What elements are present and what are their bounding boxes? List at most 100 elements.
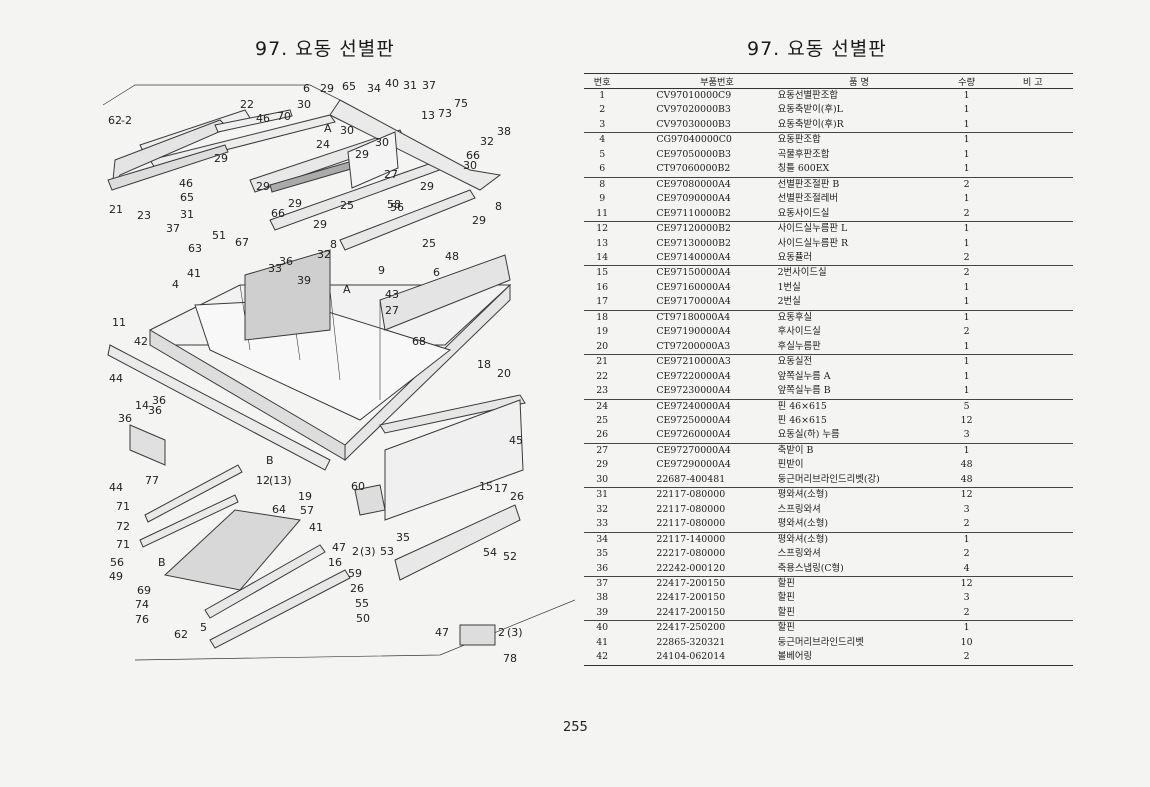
header-no: 번호	[584, 73, 621, 89]
header-name: 품 명	[777, 73, 941, 89]
callout-label: 8	[495, 200, 502, 213]
part-code-cell: 22217-080000	[656, 548, 726, 560]
callout-label: A	[324, 122, 332, 135]
callout-label: 71	[116, 538, 130, 551]
part-number-cell: 13	[596, 237, 609, 249]
parts-page-title: 97. 요동 선별판	[747, 38, 887, 60]
part-number-cell: 42	[584, 650, 621, 666]
part-code-cell: 22117-140000	[620, 531, 778, 548]
part-number-cell: 1	[599, 90, 606, 101]
quantity-cell: 1	[963, 237, 970, 249]
remarks-cell	[992, 487, 1073, 503]
part-number-cell: 37	[584, 575, 621, 592]
part-name-cell: 선별판조절레버	[777, 193, 838, 205]
part-number-cell: 14	[596, 251, 609, 263]
part-code-cell: CE97250000A4	[656, 414, 731, 426]
callout-label: 38	[497, 125, 511, 138]
part-name-cell: 축용스냅링(C형)	[777, 562, 844, 574]
remarks-cell	[993, 458, 1073, 472]
part-number-cell: 15	[584, 265, 621, 281]
part-name-cell: 요동후실	[777, 309, 941, 326]
part-name-cell: 요동판조합	[777, 132, 941, 148]
left-page: 97. 요동 선별판	[102, 38, 575, 665]
quantity-cell: 1	[940, 132, 993, 148]
part-code-cell: CE97240000A4	[620, 398, 778, 414]
part-name-cell: 할핀	[777, 592, 795, 604]
part-number-cell: 6	[599, 163, 606, 175]
callout-label: 29	[313, 218, 327, 231]
part-code-cell: CT97180000A4	[620, 309, 778, 326]
callout-label: 70	[277, 110, 291, 123]
quantity-cell: 1	[963, 193, 970, 205]
part-code-cell: 22417-200150	[656, 606, 726, 618]
callout-label: 8	[330, 238, 337, 251]
part-code-cell: CT97060000B2	[656, 163, 731, 175]
part-code-cell: CE97260000A4	[656, 429, 731, 441]
remarks-cell	[993, 591, 1073, 605]
part-number-cell: 20	[596, 340, 609, 352]
callout-label: 14	[135, 399, 149, 412]
callout-label: 58	[387, 198, 401, 211]
callout-label: 22	[240, 98, 254, 111]
part-name-cell: 할핀	[777, 620, 941, 636]
callout-label: 46	[179, 177, 193, 190]
quantity-cell: 1	[940, 354, 993, 370]
header-part-no: 부품번호	[620, 73, 778, 89]
part-name-cell: 축받이 B	[777, 442, 941, 459]
quantity-cell: 2	[963, 548, 970, 560]
callout-label: 66	[466, 149, 480, 162]
callout-label: 53	[380, 545, 394, 558]
part-code-cell: 22117-080000	[656, 503, 726, 515]
part-number-cell: 27	[584, 442, 621, 459]
part-code-cell: CE97120000B2	[620, 221, 778, 237]
quantity-cell: 48	[960, 459, 973, 471]
callout-label: (3)	[360, 545, 376, 558]
part-number-cell: 36	[596, 562, 609, 574]
part-name-cell: 곡물후판조합	[777, 148, 830, 160]
part-name-cell: 2번실	[777, 296, 801, 308]
callout-label: 2	[352, 545, 359, 558]
part-name-cell: 칭틀 600EX	[777, 163, 830, 175]
remarks-cell	[992, 398, 1073, 414]
callout-label: 77	[145, 474, 159, 487]
callout-label: 40	[385, 77, 399, 90]
part-name-cell: 할핀	[777, 575, 941, 592]
part-code-cell: 22117-080000	[656, 518, 726, 530]
callout-label: 43	[385, 288, 399, 301]
callout-label: 49	[109, 570, 123, 583]
part-code-cell: 24104-062014	[620, 650, 778, 666]
part-number-cell: 19	[596, 326, 609, 338]
quantity-cell: 1	[963, 296, 970, 308]
quantity-cell: 12	[940, 487, 993, 503]
callout-label: 44	[109, 372, 123, 385]
callout-label: 59	[348, 567, 362, 580]
part-name-cell: 요동실(하) 누름	[777, 429, 840, 441]
quantity-cell: 2	[963, 606, 970, 618]
callout-label: 30	[297, 98, 311, 111]
part-number-cell: 22	[596, 370, 609, 382]
remarks-cell	[993, 295, 1073, 310]
part-code-cell: CE97080000A4	[620, 176, 778, 193]
part-number-cell: 9	[599, 193, 606, 205]
callout-label: 41	[187, 267, 201, 280]
quantity-cell: 2	[963, 207, 970, 219]
remarks-cell	[992, 221, 1073, 237]
part-code-cell: CE97270000A4	[620, 442, 778, 459]
callout-label: B	[158, 556, 166, 569]
part-name-cell: 앞쪽실누름 B	[777, 385, 831, 397]
part-number-cell: 29	[596, 459, 609, 471]
part-name-cell: 요동축받이(후)R	[777, 118, 844, 130]
callout-label: 50	[356, 612, 370, 625]
